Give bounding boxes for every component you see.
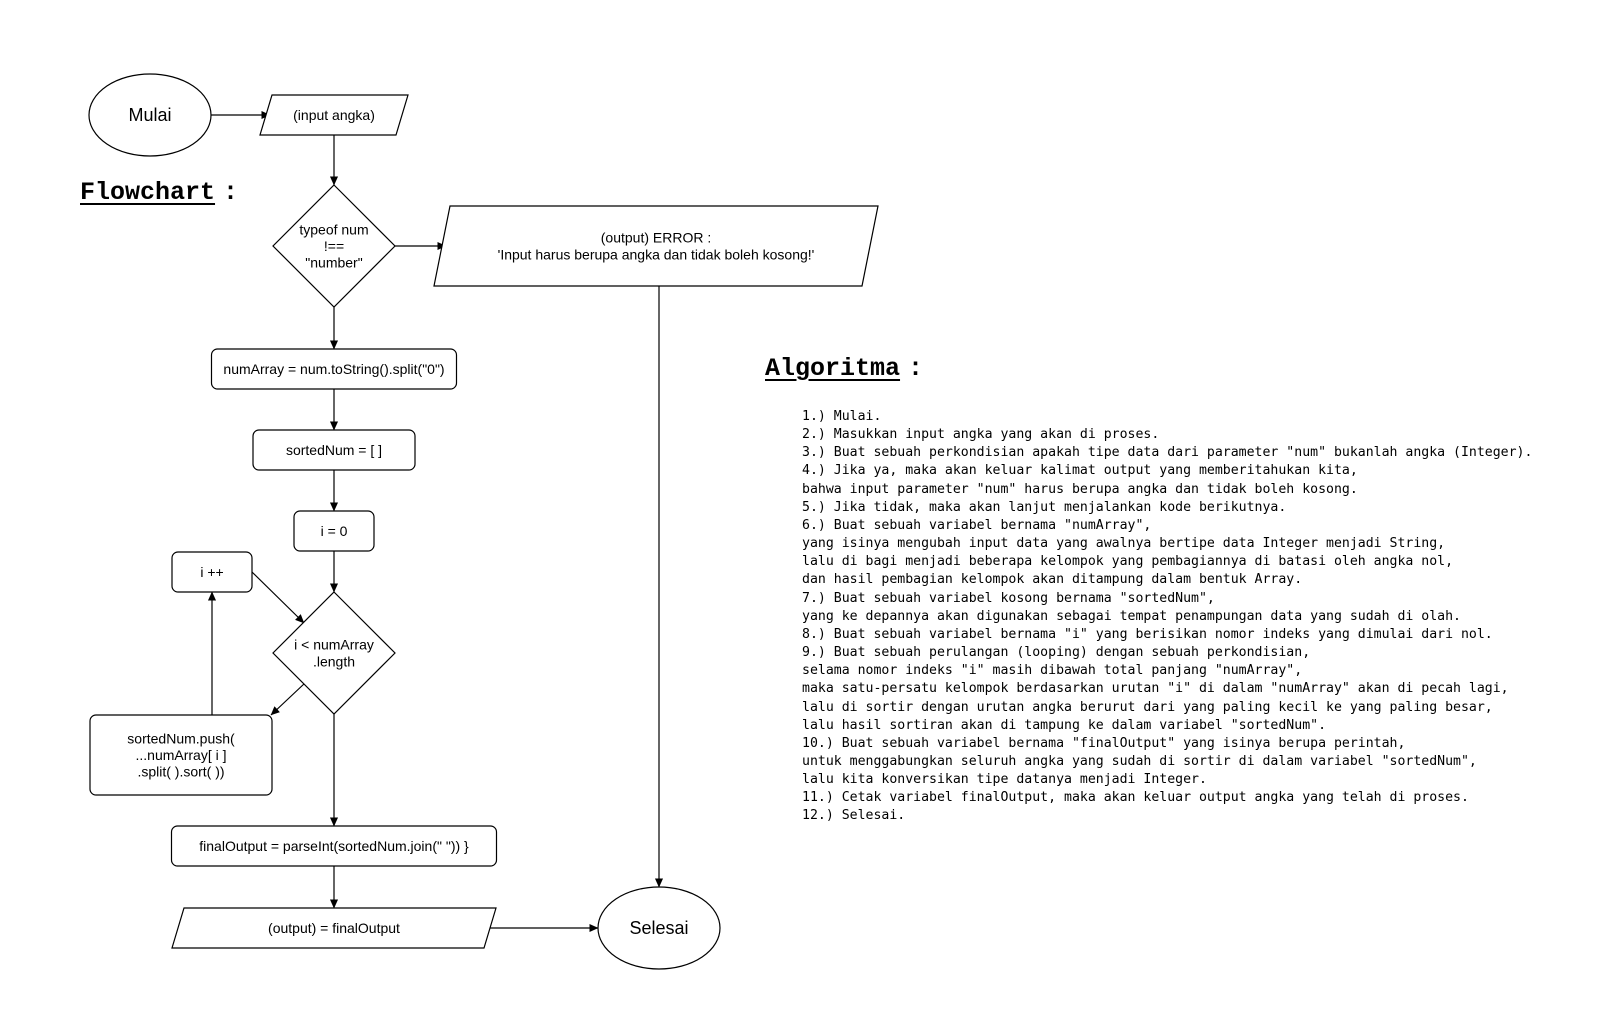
node-init-i: i = 0 [293,510,375,552]
algorithm-step-line: lalu di bagi menjadi beberapa kelompok y… [802,554,1454,570]
node-label: i ++ [200,564,223,580]
node-label: typeof num!=="number" [299,221,368,270]
node-label-line: i < numArray [294,637,374,653]
node-shape [597,886,721,970]
node-loop-check: i < numArray.length [272,591,396,715]
node-label: (output) ERROR :'Input harus berupa angk… [498,230,815,263]
algoritma-heading: Algoritma: [765,356,923,381]
node-label: sortedNum = [ ] [286,442,382,458]
node-label-line: (input angka) [293,107,375,123]
node-shape [171,907,497,949]
node-shape [210,348,458,390]
node-shape [259,94,409,136]
node-label: Selesai [629,918,688,938]
node-label-line: Mulai [128,105,171,125]
algorithm-step-line: 3.) Buat sebuah perkondisian apakah tipe… [802,445,1533,461]
node-label: finalOutput = parseInt(sortedNum.join(" … [199,838,469,854]
algorithm-step-line: dan hasil pembagian kelompok akan ditamp… [802,572,1303,588]
node-label-line: ...numArray[ i ] [135,747,226,763]
flowchart-heading-text: Flowchart [80,178,216,207]
algoritma-heading-text: Algoritma [765,354,901,383]
flowchart-heading-colon: : [223,178,239,207]
node-label-line: typeof num [299,221,368,237]
node-final-output: finalOutput = parseInt(sortedNum.join(" … [170,825,498,867]
node-label-line: "number" [305,255,362,271]
node-shape [272,184,396,308]
node-shape [170,825,498,867]
node-shape [252,429,416,471]
node-shape [171,551,253,593]
algorithm-step-line: yang ke depannya akan digunakan sebagai … [802,608,1461,624]
node-num-array: numArray = num.toString().split("0") [210,348,458,390]
algorithm-step-line: 12.) Selesai. [802,808,906,824]
algorithm-step-line: 6.) Buat sebuah variabel bernama "numArr… [802,517,1152,533]
algorithm-step-line: 11.) Cetak variabel finalOutput, maka ak… [802,790,1469,806]
node-shape [89,714,273,796]
algorithm-step-line: 1.) Mulai. [802,409,882,424]
node-label-line: sortedNum = [ ] [286,442,382,458]
node-end: Selesai [597,886,721,970]
node-input: (input angka) [259,94,409,136]
algorithm-step-line: lalu hasil sortiran akan di tampung ke d… [802,717,1327,733]
node-label: numArray = num.toString().split("0") [223,361,444,377]
node-label: (output) = finalOutput [268,920,400,936]
node-label-line: (output) ERROR : [601,230,711,246]
node-label-line: !== [324,238,344,254]
algorithm-step-line: 2.) Masukkan input angka yang akan di pr… [802,427,1160,443]
node-label-line: sortedNum.push( [127,730,235,746]
algorithm-step-line: untuk menggabungkan seluruh angka yang s… [802,753,1477,769]
algorithm-step-line: 4.) Jika ya, maka akan keluar kalimat ou… [802,463,1358,479]
flowchart-nodes: Mulai (input angka) typeof num!=="number" (… [88,73,879,970]
node-label-line: i = 0 [321,523,348,539]
algoritma-heading-colon: : [908,354,924,383]
algorithm-step-line: yang isinya mengubah input data yang awa… [802,536,1446,552]
algorithm-step-line: bahwa input parameter "num" harus berupa… [802,481,1358,497]
node-shape [88,73,212,157]
node-label-line: numArray = num.toString().split("0") [223,361,444,377]
flowchart-heading: Flowchart: [80,180,238,205]
node-label: i = 0 [321,523,348,539]
node-shape [272,591,396,715]
node-push-sorted: sortedNum.push(...numArray[ i ].split( )… [89,714,273,796]
flowchart-edges [207,110,664,933]
node-error-output: (output) ERROR :'Input harus berupa angk… [433,205,879,287]
edge-increment-i-to-loop-check [251,571,305,624]
node-label: (input angka) [293,107,375,123]
edge-loop-check-to-push-sorted [270,682,306,716]
node-label-line: finalOutput = parseInt(sortedNum.join(" … [199,838,469,854]
node-label-line: .split( ).sort( )) [137,764,224,780]
algorithm-step-line: 5.) Jika tidak, maka akan lanjut menjala… [802,499,1287,515]
node-print-output: (output) = finalOutput [171,907,497,949]
node-shape [293,510,375,552]
node-label-line: 'Input harus berupa angka dan tidak bole… [498,246,815,262]
node-label: i < numArray.length [294,637,374,670]
algorithm-step-line: lalu di sortir dengan urutan angka berur… [802,699,1493,715]
node-label-line: .length [313,653,355,669]
node-shape [433,205,879,287]
algorithm-step-line: maka satu-persatu kelompok berdasarkan u… [802,681,1509,697]
algorithm-step-line: selama nomor indeks "i" masih dibawah to… [802,663,1303,679]
node-sorted-num: sortedNum = [ ] [252,429,416,471]
algorithm-steps: 1.) Mulai. 2.) Masukkan input angka yang … [802,408,1532,826]
node-start: Mulai [88,73,212,157]
node-label: Mulai [128,105,171,125]
algorithm-step-line: 10.) Buat sebuah variabel bernama "final… [802,735,1406,751]
node-label-line: Selesai [629,918,688,938]
node-increment-i: i ++ [171,551,253,593]
algorithm-step-line: lalu kita konversikan tipe datanya menja… [802,772,1207,788]
node-label-line: (output) = finalOutput [268,920,400,936]
algorithm-step-line: 9.) Buat sebuah perulangan (looping) den… [802,645,1311,661]
node-check-type: typeof num!=="number" [272,184,396,308]
algorithm-step-line: 7.) Buat sebuah variabel kosong bernama … [802,590,1215,606]
node-label-line: i ++ [200,564,223,580]
algorithm-step-line: 8.) Buat sebuah variabel bernama "i" yan… [802,626,1493,642]
node-label: sortedNum.push(...numArray[ i ].split( )… [127,730,235,779]
